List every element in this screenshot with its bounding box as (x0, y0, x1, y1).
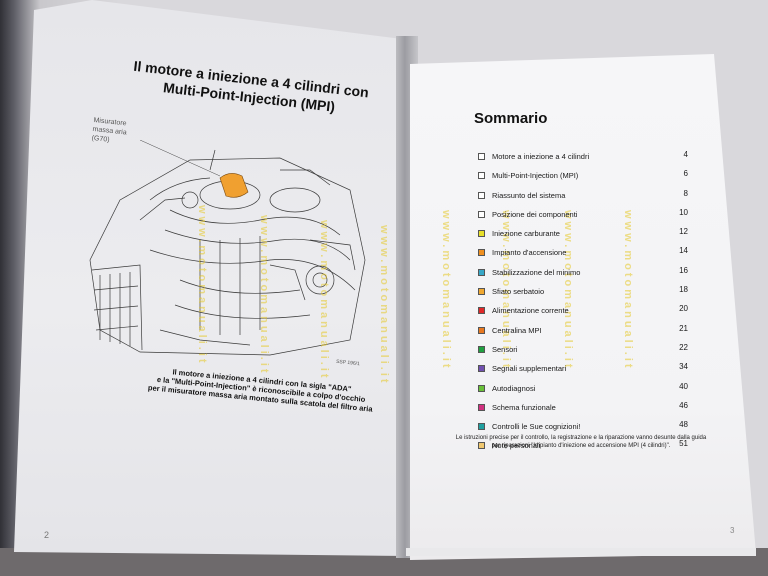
toc-bullet-icon (478, 288, 485, 296)
toc-row: Riassunto del sistema 8 (478, 187, 718, 206)
watermark: www.motomanuali.it (378, 225, 390, 386)
toc-row: Iniezione carburante 12 (478, 225, 718, 244)
left-page (14, 0, 410, 556)
toc-page-number: 48 (679, 420, 688, 430)
toc-bullet-icon (478, 230, 485, 238)
engine-line-drawing (80, 139, 370, 365)
toc-label: Motore a iniezione a 4 cilindri (492, 152, 590, 161)
toc-bullet-icon (478, 423, 485, 431)
page-edge (406, 548, 756, 556)
toc-bullet-icon (478, 307, 485, 315)
toc-page-number: 34 (679, 362, 688, 372)
toc-bullet-icon (478, 268, 485, 276)
toc-label: Segnali supplementari (492, 364, 567, 374)
toc-page-number: 12 (679, 227, 688, 237)
toc-page-number: 6 (683, 169, 688, 179)
toc-row: Multi-Point-Injection (MPI) 6 (478, 167, 718, 186)
toc-label: Alimentazione corrente (492, 306, 569, 316)
toc-row: Note personali 51 (478, 437, 718, 456)
toc-label: Sensori (492, 344, 518, 354)
toc-row: Sfiato serbatoio 18 (478, 283, 718, 302)
toc-bullet-icon (478, 191, 485, 199)
toc-bullet-icon (478, 249, 485, 257)
toc-label: Riassunto del sistema (492, 190, 566, 200)
toc-bullet-icon (478, 442, 485, 450)
toc-bullet-icon (478, 153, 485, 160)
toc-row: Stabilizzazione del minimo 16 (478, 264, 718, 283)
toc-bullet-icon (478, 384, 485, 392)
watermark: www.motomanuali.it (318, 220, 330, 381)
toc-label: Centralina MPI (492, 325, 542, 335)
toc-page-number: 4 (683, 150, 688, 159)
watermark: www.motomanuali.it (196, 205, 208, 366)
toc-page-number: 14 (679, 246, 688, 256)
watermark: www.motomanuali.it (440, 210, 452, 371)
toc-page-number: 8 (683, 188, 688, 198)
toc-bullet-icon (478, 403, 485, 411)
watermark: www.motomanuali.it (258, 215, 270, 376)
toc-row: Autodiagnosi 40 (478, 380, 718, 399)
toc-row: Segnali supplementari 34 (478, 360, 718, 379)
toc-row: Motore a iniezione a 4 cilindri 4 (478, 148, 718, 167)
toc-bullet-icon (478, 326, 485, 334)
toc-row: Posizione dei componenti 10 (478, 206, 718, 225)
toc-row: Controlli le Sue cognizioni! 48 (478, 418, 718, 437)
toc-label: Iniezione carburante (492, 229, 560, 239)
watermark: www.motomanuali.it (500, 210, 512, 371)
toc-label: Sfiato serbatoio (492, 287, 545, 297)
toc-page-number: 40 (679, 381, 688, 391)
toc-page-number: 22 (679, 342, 688, 352)
right-page (410, 54, 756, 560)
toc-label: Posizione dei componenti (492, 209, 578, 219)
toc-label: Impianto d'accensione (492, 248, 567, 258)
toc-row: Sensori 22 (478, 341, 718, 360)
toc-page-number: 20 (679, 304, 688, 314)
toc-bullet-icon (478, 365, 485, 373)
toc-page-number: 18 (679, 285, 688, 295)
toc-bullet-icon (478, 345, 485, 353)
toc-row: Schema funzionale 46 (478, 399, 718, 418)
right-page-number: 3 (730, 526, 735, 535)
air-mass-meter-highlight (219, 173, 249, 198)
watermark: www.motomanuali.it (622, 210, 634, 371)
left-page-number: 2 (44, 530, 50, 540)
toc-page-number: 10 (679, 207, 688, 217)
toc-label: Autodiagnosi (492, 383, 536, 393)
toc-page-number: 21 (679, 323, 688, 333)
footnote-line-1: Le istruzioni precise per il controllo, … (455, 435, 707, 441)
toc-label: Schema funzionale (492, 402, 556, 412)
toc-page-number: 46 (679, 400, 688, 410)
toc-label: Note personali (492, 441, 541, 451)
toc-bullet-icon (478, 172, 485, 180)
footnote-line-2: per riparazioni "Impianto d'iniezione ed… (491, 443, 671, 449)
toc-page-number: 16 (679, 265, 688, 275)
toc-label: Controlli le Sue cognizioni! (492, 422, 581, 432)
toc-row: Centralina MPI 21 (478, 322, 718, 341)
toc-title: Sommario (474, 110, 548, 127)
toc-bullet-icon (478, 210, 485, 218)
engine-drawing-svg (89, 139, 366, 356)
toc-label: Stabilizzazione del minimo (492, 267, 581, 277)
watermark: www.motomanuali.it (562, 210, 574, 371)
footnote: Le istruzioni precise per il controllo, … (436, 434, 726, 450)
toc-label: Multi-Point-Injection (MPI) (492, 171, 579, 181)
toc-page-number: 51 (679, 439, 688, 449)
toc-row: Impianto d'accensione 14 (478, 244, 718, 263)
toc-row: Alimentazione corrente 20 (478, 302, 718, 321)
